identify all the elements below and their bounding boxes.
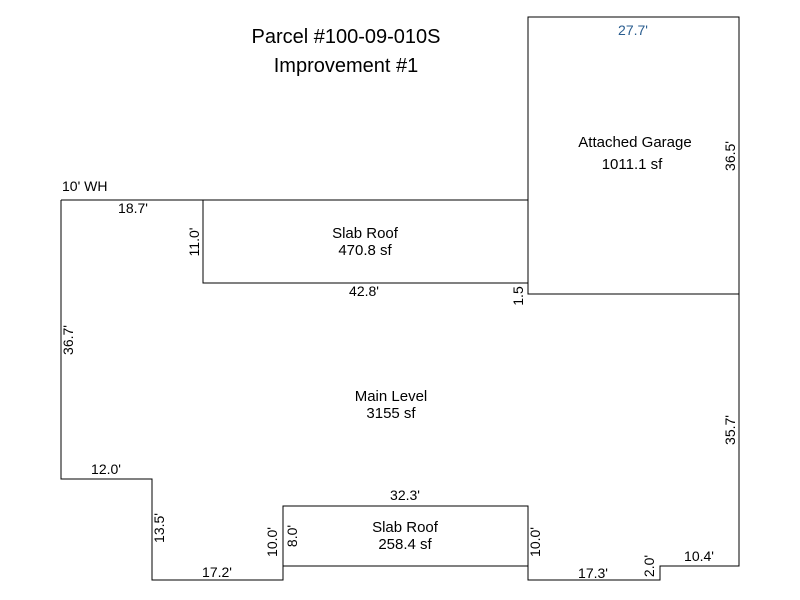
- dim-1-5: 1.5: [510, 286, 526, 306]
- dim-17-2: 17.2': [202, 564, 232, 580]
- slab-roof-bottom-label: Slab Roof: [372, 519, 439, 536]
- dim-13-5: 13.5': [151, 513, 167, 543]
- improvement-title: Improvement #1: [273, 55, 419, 77]
- dim-18-7: 18.7': [118, 200, 148, 216]
- dim-27-7: 27.7': [618, 22, 648, 38]
- dim-17-3: 17.3': [578, 565, 608, 581]
- garage-label: Attached Garage: [578, 134, 691, 151]
- dim-35-7: 35.7': [722, 415, 738, 445]
- garage-outline: [527, 16, 740, 295]
- dim-11-0: 11.0': [186, 228, 202, 257]
- slab-roof-top-label: Slab Roof: [332, 225, 399, 242]
- slab-roof-bottom-area: 258.4 sf: [378, 536, 432, 553]
- main-level-label: Main Level: [355, 388, 428, 405]
- dim-42-8: 42.8': [349, 283, 379, 299]
- dim-10-4: 10.4': [684, 548, 714, 564]
- wall-height-note: 10' WH: [62, 178, 107, 194]
- dim-2-0: 2.0': [641, 555, 657, 577]
- dim-10-0-left: 10.0': [264, 527, 280, 557]
- dim-10-0-right: 10.0': [527, 527, 543, 557]
- dim-32-3: 32.3': [390, 487, 420, 503]
- dim-36-5: 36.5': [722, 141, 738, 171]
- garage-area: 1011.1 sf: [602, 156, 663, 173]
- dim-8-0: 8.0': [284, 525, 300, 547]
- dim-12-0: 12.0': [91, 461, 121, 477]
- parcel-title: Parcel #100-09-010S: [251, 26, 441, 48]
- slab-roof-bottom-outline: [282, 505, 529, 567]
- main-level-area: 3155 sf: [366, 405, 416, 422]
- slab-roof-top-outline: [202, 199, 529, 284]
- slab-roof-top-area: 470.8 sf: [338, 242, 392, 259]
- dim-36-7: 36.7': [60, 325, 76, 355]
